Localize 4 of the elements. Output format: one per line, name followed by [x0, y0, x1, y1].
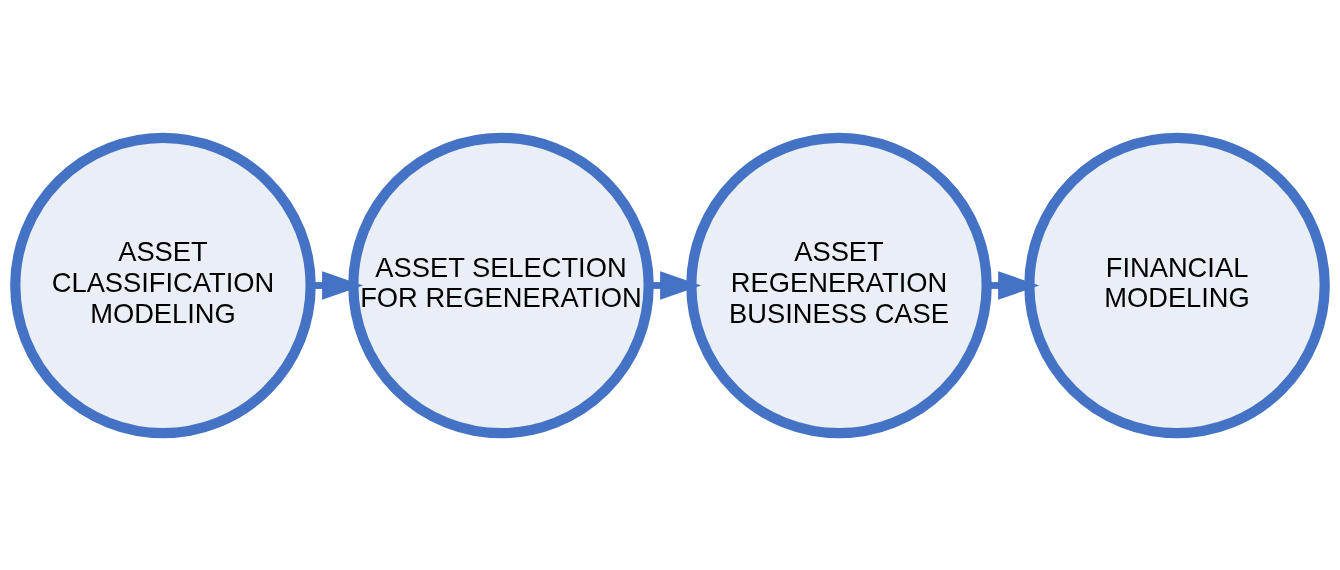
node-circle: ASSET CLASSIFICATION MODELING [10, 132, 316, 438]
node-circle: FINANCIAL MODELING [1024, 132, 1330, 438]
node-circle: ASSET SELECTION FOR REGENERATION [348, 132, 654, 438]
node-circle: ASSET REGENERATION BUSINESS CASE [686, 132, 992, 438]
